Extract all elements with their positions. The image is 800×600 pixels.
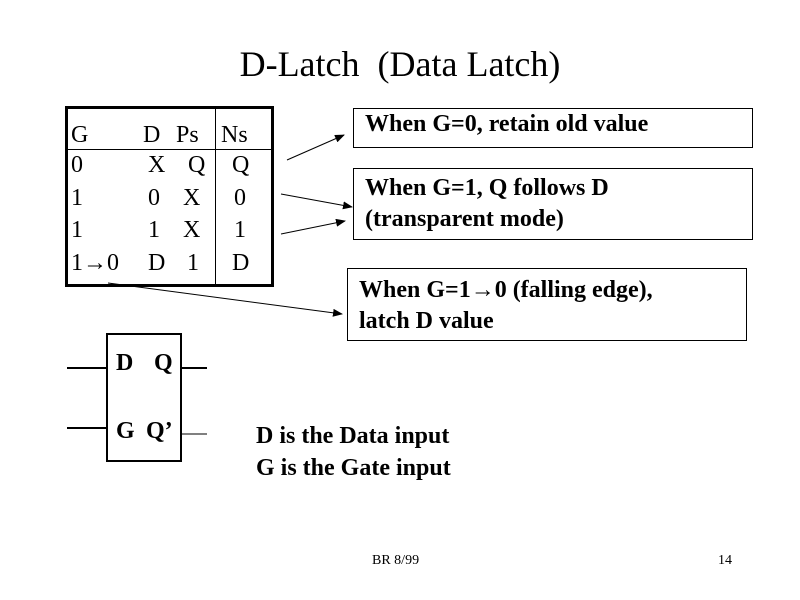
callout-g0: When G=0, retain old value (353, 108, 753, 148)
latch-output-qbar-label: Q’ (146, 418, 173, 444)
table-cell: 0 (234, 185, 246, 211)
note-line: G is the Gate input (256, 455, 451, 481)
table-cell: Q (232, 152, 250, 178)
slide-title: D-Latch (Data Latch) (239, 44, 561, 84)
latch-output-q-label: Q (154, 350, 173, 376)
table-cell: 1 (148, 217, 160, 243)
table-column-divider (215, 109, 216, 284)
truth-table: G D Ps Ns 0 X Q Q 1 0 X 0 1 1 X 1 1→0 D … (65, 106, 274, 287)
d-latch-symbol: D Q G Q’ (106, 333, 182, 462)
table-cell: 1 (71, 217, 83, 243)
table-cell: 1 (234, 217, 246, 243)
table-cell: 1 (71, 185, 83, 211)
notes: D is the Data input G is the Gate input (256, 420, 451, 484)
callout-line: When G=0, retain old value (365, 111, 649, 137)
latch-input-d-label: D (116, 350, 134, 376)
callout-line: When G=1→0 (falling edge), (359, 277, 653, 303)
arrow-icon (107, 282, 343, 317)
callout-line: (transparent mode) (365, 206, 564, 232)
table-cell: 0 (71, 152, 83, 178)
latch-input-g-label: G (116, 418, 135, 444)
callout-falling-edge: When G=1→0 (falling edge), latch D value (347, 268, 747, 341)
table-header-g: G (71, 122, 89, 148)
table-cell: 0 (148, 185, 160, 211)
table-header-ps: Ps (176, 122, 199, 148)
arrow-icon (280, 193, 353, 210)
table-header-ns: Ns (221, 122, 248, 148)
table-cell: X (148, 152, 166, 178)
footer-author-date: BR 8/99 (372, 553, 420, 568)
callout-line: When G=1, Q follows D (365, 175, 609, 201)
arrow-icon (280, 218, 346, 235)
table-cell: 1 (187, 250, 199, 276)
table-cell: 1→0 (71, 250, 119, 276)
note-line: D is the Data input (256, 423, 450, 449)
table-cell: D (232, 250, 250, 276)
table-header-d: D (143, 122, 161, 148)
table-cell: X (183, 185, 201, 211)
table-cell: D (148, 250, 166, 276)
table-cell: Q (188, 152, 206, 178)
table-cell: X (183, 217, 201, 243)
callout-line: latch D value (359, 308, 494, 334)
arrow-icon (286, 134, 345, 161)
table-header-divider (68, 149, 271, 150)
page-number: 14 (718, 553, 732, 568)
callout-g1: When G=1, Q follows D (transparent mode) (353, 168, 753, 240)
